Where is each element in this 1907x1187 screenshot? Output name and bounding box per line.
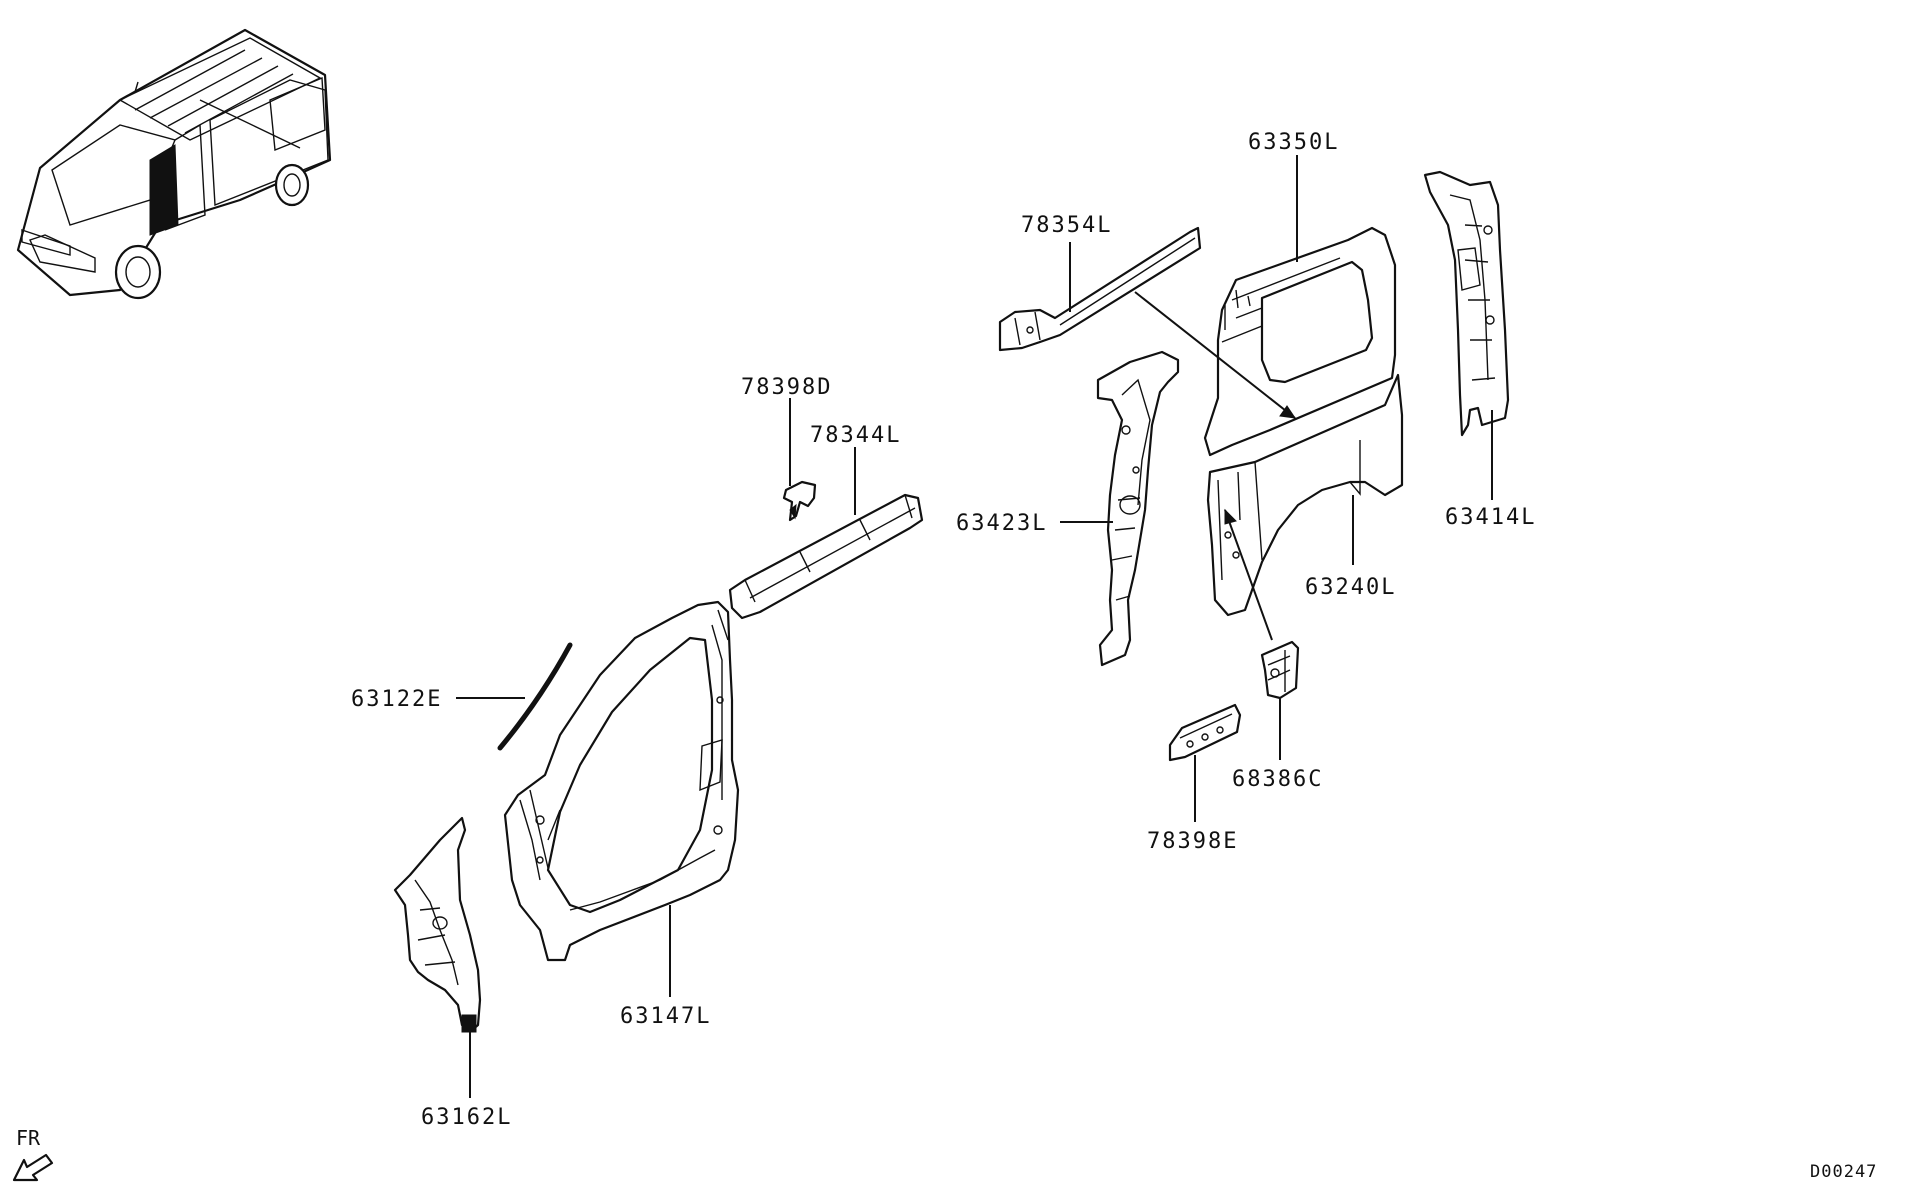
label-63414L: 63414L — [1445, 505, 1536, 530]
part-63122E — [497, 642, 573, 751]
fr-label: FR — [16, 1126, 41, 1150]
front-arrow-icon — [12, 1153, 54, 1182]
label-63162L: 63162L — [421, 1105, 512, 1130]
label-78354L: 78354L — [1021, 213, 1112, 238]
leader-78354L-arrow — [1134, 291, 1296, 419]
part-78398D — [782, 480, 817, 522]
label-68386C: 68386C — [1232, 767, 1323, 792]
label-63147L: 63147L — [620, 1004, 711, 1029]
front-direction-indicator: FR — [12, 1126, 54, 1182]
part-68386C — [1260, 640, 1300, 700]
part-78398E — [1168, 703, 1242, 762]
leader-lines — [456, 155, 1493, 1098]
diagram-code: D00247 — [1810, 1162, 1877, 1182]
label-63240L: 63240L — [1305, 575, 1396, 600]
label-78398E: 78398E — [1147, 829, 1238, 854]
part-63350L — [1203, 226, 1397, 457]
label-63350L: 63350L — [1248, 130, 1339, 155]
part-63162L — [393, 816, 482, 1034]
part-78344L — [728, 493, 924, 620]
vehicle-thumbnail — [16, 28, 332, 300]
label-78344L: 78344L — [810, 423, 901, 448]
label-63122E: 63122E — [351, 687, 442, 712]
part-78354L — [998, 226, 1202, 352]
label-63423L: 63423L — [956, 511, 1047, 536]
part-63147L — [503, 600, 740, 962]
leader-68386C-arrow — [1224, 509, 1273, 641]
part-63240L — [1206, 373, 1404, 617]
part-63423L — [1096, 350, 1180, 667]
label-78398D: 78398D — [741, 375, 832, 400]
part-63414L — [1423, 170, 1510, 437]
